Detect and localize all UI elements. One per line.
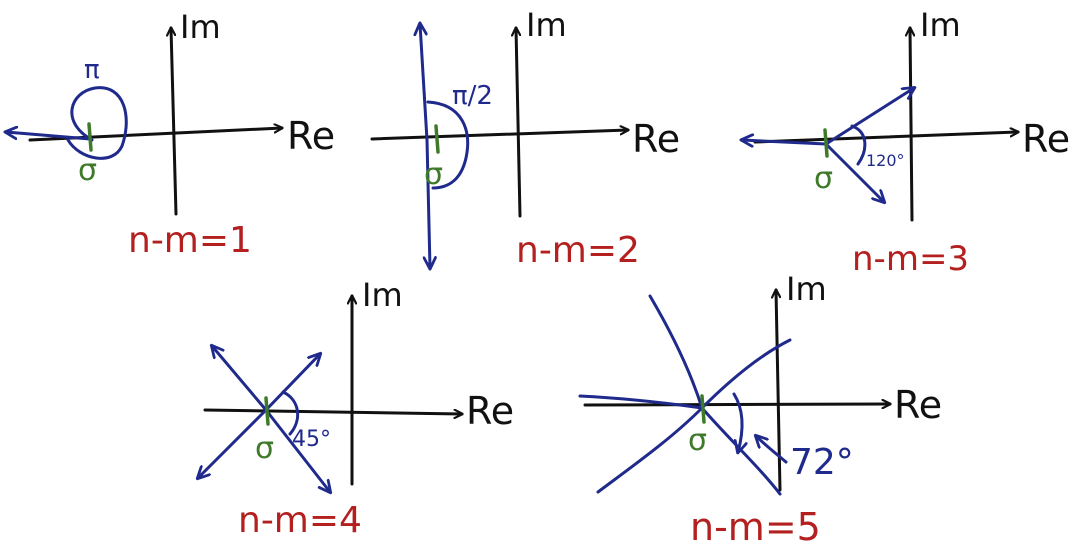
real-axis-label: Re (894, 383, 942, 427)
asymptote-line (6, 132, 92, 141)
centroid-tick (434, 124, 440, 154)
imag-axis (910, 28, 912, 222)
asymptote-up-left (212, 346, 268, 412)
panel-caption: n-m=3 (852, 239, 969, 279)
angle-label: 45° (292, 427, 331, 452)
centroid-label: σ (424, 157, 443, 192)
angle-arc (732, 392, 742, 452)
panel-caption: n-m=5 (690, 505, 821, 549)
imag-axis-label: Im (920, 6, 961, 44)
angle-label: 72° (790, 442, 854, 483)
panel-n-m-5: Re Im 72° σ n-m=5 (578, 270, 942, 549)
angle-label: π (84, 55, 100, 85)
asymptote-down-right (824, 142, 884, 202)
asymptote-down-left (198, 408, 268, 478)
real-axis (203, 408, 462, 414)
angle-arc-pointer (756, 436, 788, 464)
panel-n-m-3: Re Im 120° σ n-m=3 (742, 6, 1070, 279)
angle-label: 120° (866, 151, 905, 170)
real-axis-label: Re (287, 114, 335, 158)
asymptote-up (420, 24, 429, 142)
centroid-label: σ (814, 161, 833, 196)
asymptote-down (427, 138, 430, 268)
angle-arc (426, 100, 470, 190)
imag-axis-label: Im (362, 276, 403, 314)
asymptote-left (578, 394, 704, 410)
panel-n-m-1: Re Im π σ n-m=1 (6, 8, 335, 261)
asymptote-up-right (264, 354, 320, 412)
centroid-label: σ (78, 153, 97, 188)
centroid-tick (700, 394, 706, 424)
real-axis (753, 132, 1018, 144)
real-axis-label: Re (466, 389, 514, 433)
asymptote-up-right (824, 88, 914, 146)
angle-arc (66, 86, 128, 160)
panel-caption: n-m=2 (516, 230, 640, 271)
imag-axis-label: Im (786, 270, 827, 308)
imag-axis-label: Im (180, 8, 221, 46)
imag-axis (516, 28, 522, 218)
real-axis-label: Re (1022, 117, 1070, 161)
centroid-tick (264, 396, 270, 426)
angle-arc (850, 124, 867, 166)
panel-caption: n-m=4 (238, 500, 362, 541)
angle-label: π/2 (452, 81, 493, 111)
asymptote-left (742, 140, 828, 144)
centroid-label: σ (688, 423, 707, 458)
panel-caption: n-m=1 (128, 220, 252, 261)
centroid-tick (87, 122, 93, 152)
imag-axis (171, 28, 178, 216)
asymptote-up-left (648, 294, 704, 410)
asymptote-up-right (700, 338, 792, 410)
centroid-tick (823, 128, 829, 158)
panel-n-m-4: Re Im 45° σ n-m=4 (198, 276, 514, 541)
panel-n-m-2: Re Im π/2 σ n-m=2 (370, 6, 680, 271)
asymptote-down-left (596, 406, 704, 494)
angle-arc (281, 390, 300, 436)
imag-axis (776, 290, 782, 492)
imag-axis-label: Im (526, 6, 567, 44)
asymptote-down-right (264, 408, 330, 492)
real-axis (370, 130, 628, 141)
real-axis-label: Re (632, 117, 680, 161)
centroid-label: σ (255, 431, 274, 466)
